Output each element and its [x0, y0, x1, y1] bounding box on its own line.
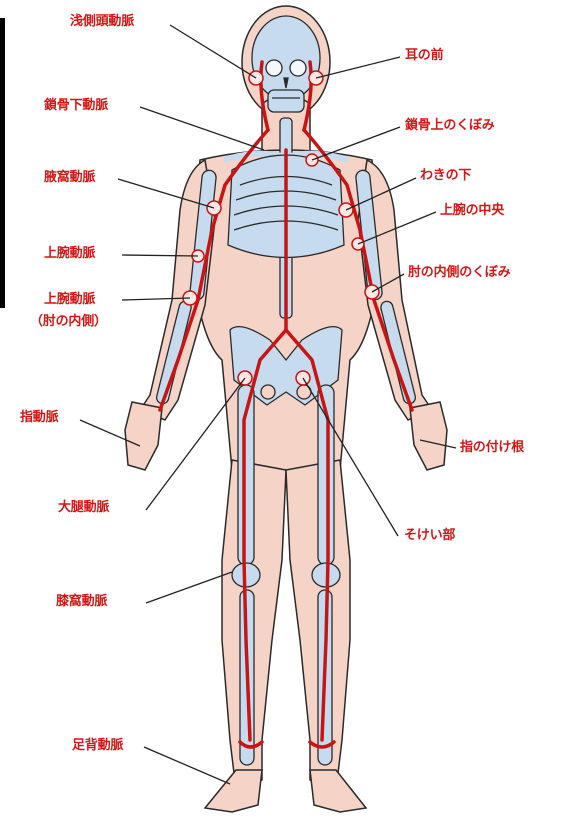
- label-front-of-ear: 耳の前: [405, 48, 443, 64]
- label-brachial: 上腕動脈: [44, 246, 95, 262]
- leader-subclavian: [140, 107, 264, 150]
- label-groin: そけい部: [404, 528, 455, 544]
- label-mid-upper-arm: 上腕の中央: [440, 203, 504, 219]
- label-supraclavicular-fossa: 鎖骨上のくぼみ: [405, 118, 495, 134]
- label-under-armpit: わきの下: [420, 168, 471, 184]
- label-popliteal: 膝窩動脈: [56, 594, 107, 610]
- leader-dorsalis-pedis: [144, 747, 230, 784]
- label-superficial-temporal: 浅側頭動脈: [70, 14, 134, 30]
- label-axillary: 腋窩動脈: [44, 170, 95, 186]
- label-femoral: 大腿動脈: [58, 500, 109, 516]
- label-subclavian: 鎖骨下動脈: [44, 98, 108, 114]
- leader-popliteal: [146, 572, 232, 603]
- leader-supraclavicular: [312, 127, 400, 160]
- label-finger-base: 指の付け根: [460, 440, 524, 456]
- label-inner-elbow: 肘の内側のくぼみ: [408, 265, 510, 281]
- skeleton: [155, 16, 416, 765]
- label-digital: 指動脈: [20, 410, 58, 426]
- label-dorsalis-pedis: 足背動脈: [72, 738, 123, 754]
- label-brachial-elbow-line1: 上腕動脈: [44, 292, 95, 308]
- label-brachial-elbow-line2: （肘の内側）: [30, 314, 107, 330]
